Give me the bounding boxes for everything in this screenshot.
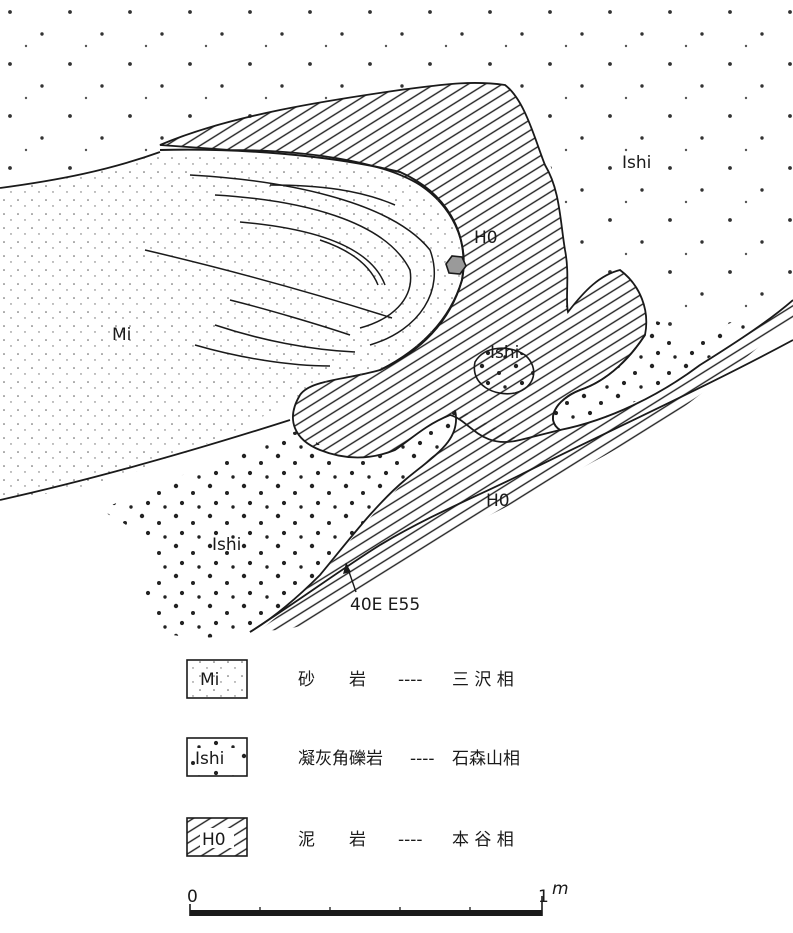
legend-code-ho: H0 — [202, 830, 226, 850]
ho-zone-lower — [260, 300, 793, 631]
label-mi: Mi — [112, 325, 131, 345]
label-ishi-lower: Ishi — [212, 535, 241, 555]
mi-upper-contact — [0, 151, 161, 189]
legend-code-bg — [195, 748, 239, 768]
scale-bar: 0 1 m — [187, 879, 569, 916]
scale-start-label: 0 — [187, 887, 198, 907]
bedding-lines — [144, 174, 435, 367]
strike-dip-arrowhead — [343, 563, 351, 574]
legend-formation-ho: 本 谷 相 — [452, 830, 514, 850]
label-ishi-upper: Ishi — [622, 153, 651, 173]
scale-bar-body — [190, 910, 542, 916]
legend-rock-ho: 泥 岩 — [298, 830, 366, 850]
legend-rock-mi: 砂 岩 — [298, 670, 366, 690]
label-ho-upper: H0 — [474, 228, 498, 248]
contact-lines — [0, 299, 793, 633]
ishi-zone-right — [552, 300, 770, 430]
legend-formation-ishi-visible: 石森山相 — [452, 749, 520, 769]
legend-dash-mi: ---- — [398, 670, 423, 690]
legend-code-ishi: Ishi — [195, 749, 224, 769]
strike-dip-label: 40E E55 — [350, 595, 420, 615]
mi-zone — [0, 151, 464, 500]
legend-dash-ishi: ---- — [410, 749, 435, 769]
legend-code-mi: Mi — [200, 670, 219, 690]
boulder — [445, 255, 467, 275]
legend-rock-ishi: 凝灰角礫岩 — [298, 749, 383, 769]
ishi-inclusion — [473, 347, 535, 395]
label-ho-lower: H0 — [486, 491, 510, 511]
mi-ho-contact — [159, 148, 465, 371]
legend-swatch-mi — [186, 659, 248, 699]
label-ishi-middle: Ishi — [490, 343, 519, 363]
scale-unit-label: m — [552, 879, 569, 899]
ishi-zone-upper — [0, 0, 793, 345]
legend: Mi 砂 岩 ---- 三 沢 相 Ishi 凝灰角礫岩 ---- 本 谷 相 … — [186, 659, 520, 857]
ishi-zone-lower — [100, 410, 457, 638]
legend-dash-ho: ---- — [398, 830, 423, 850]
legend-code-bg-ho — [200, 828, 234, 848]
legend-formation-mi: 三 沢 相 — [452, 670, 514, 690]
scale-end-label: 1 — [538, 887, 549, 907]
